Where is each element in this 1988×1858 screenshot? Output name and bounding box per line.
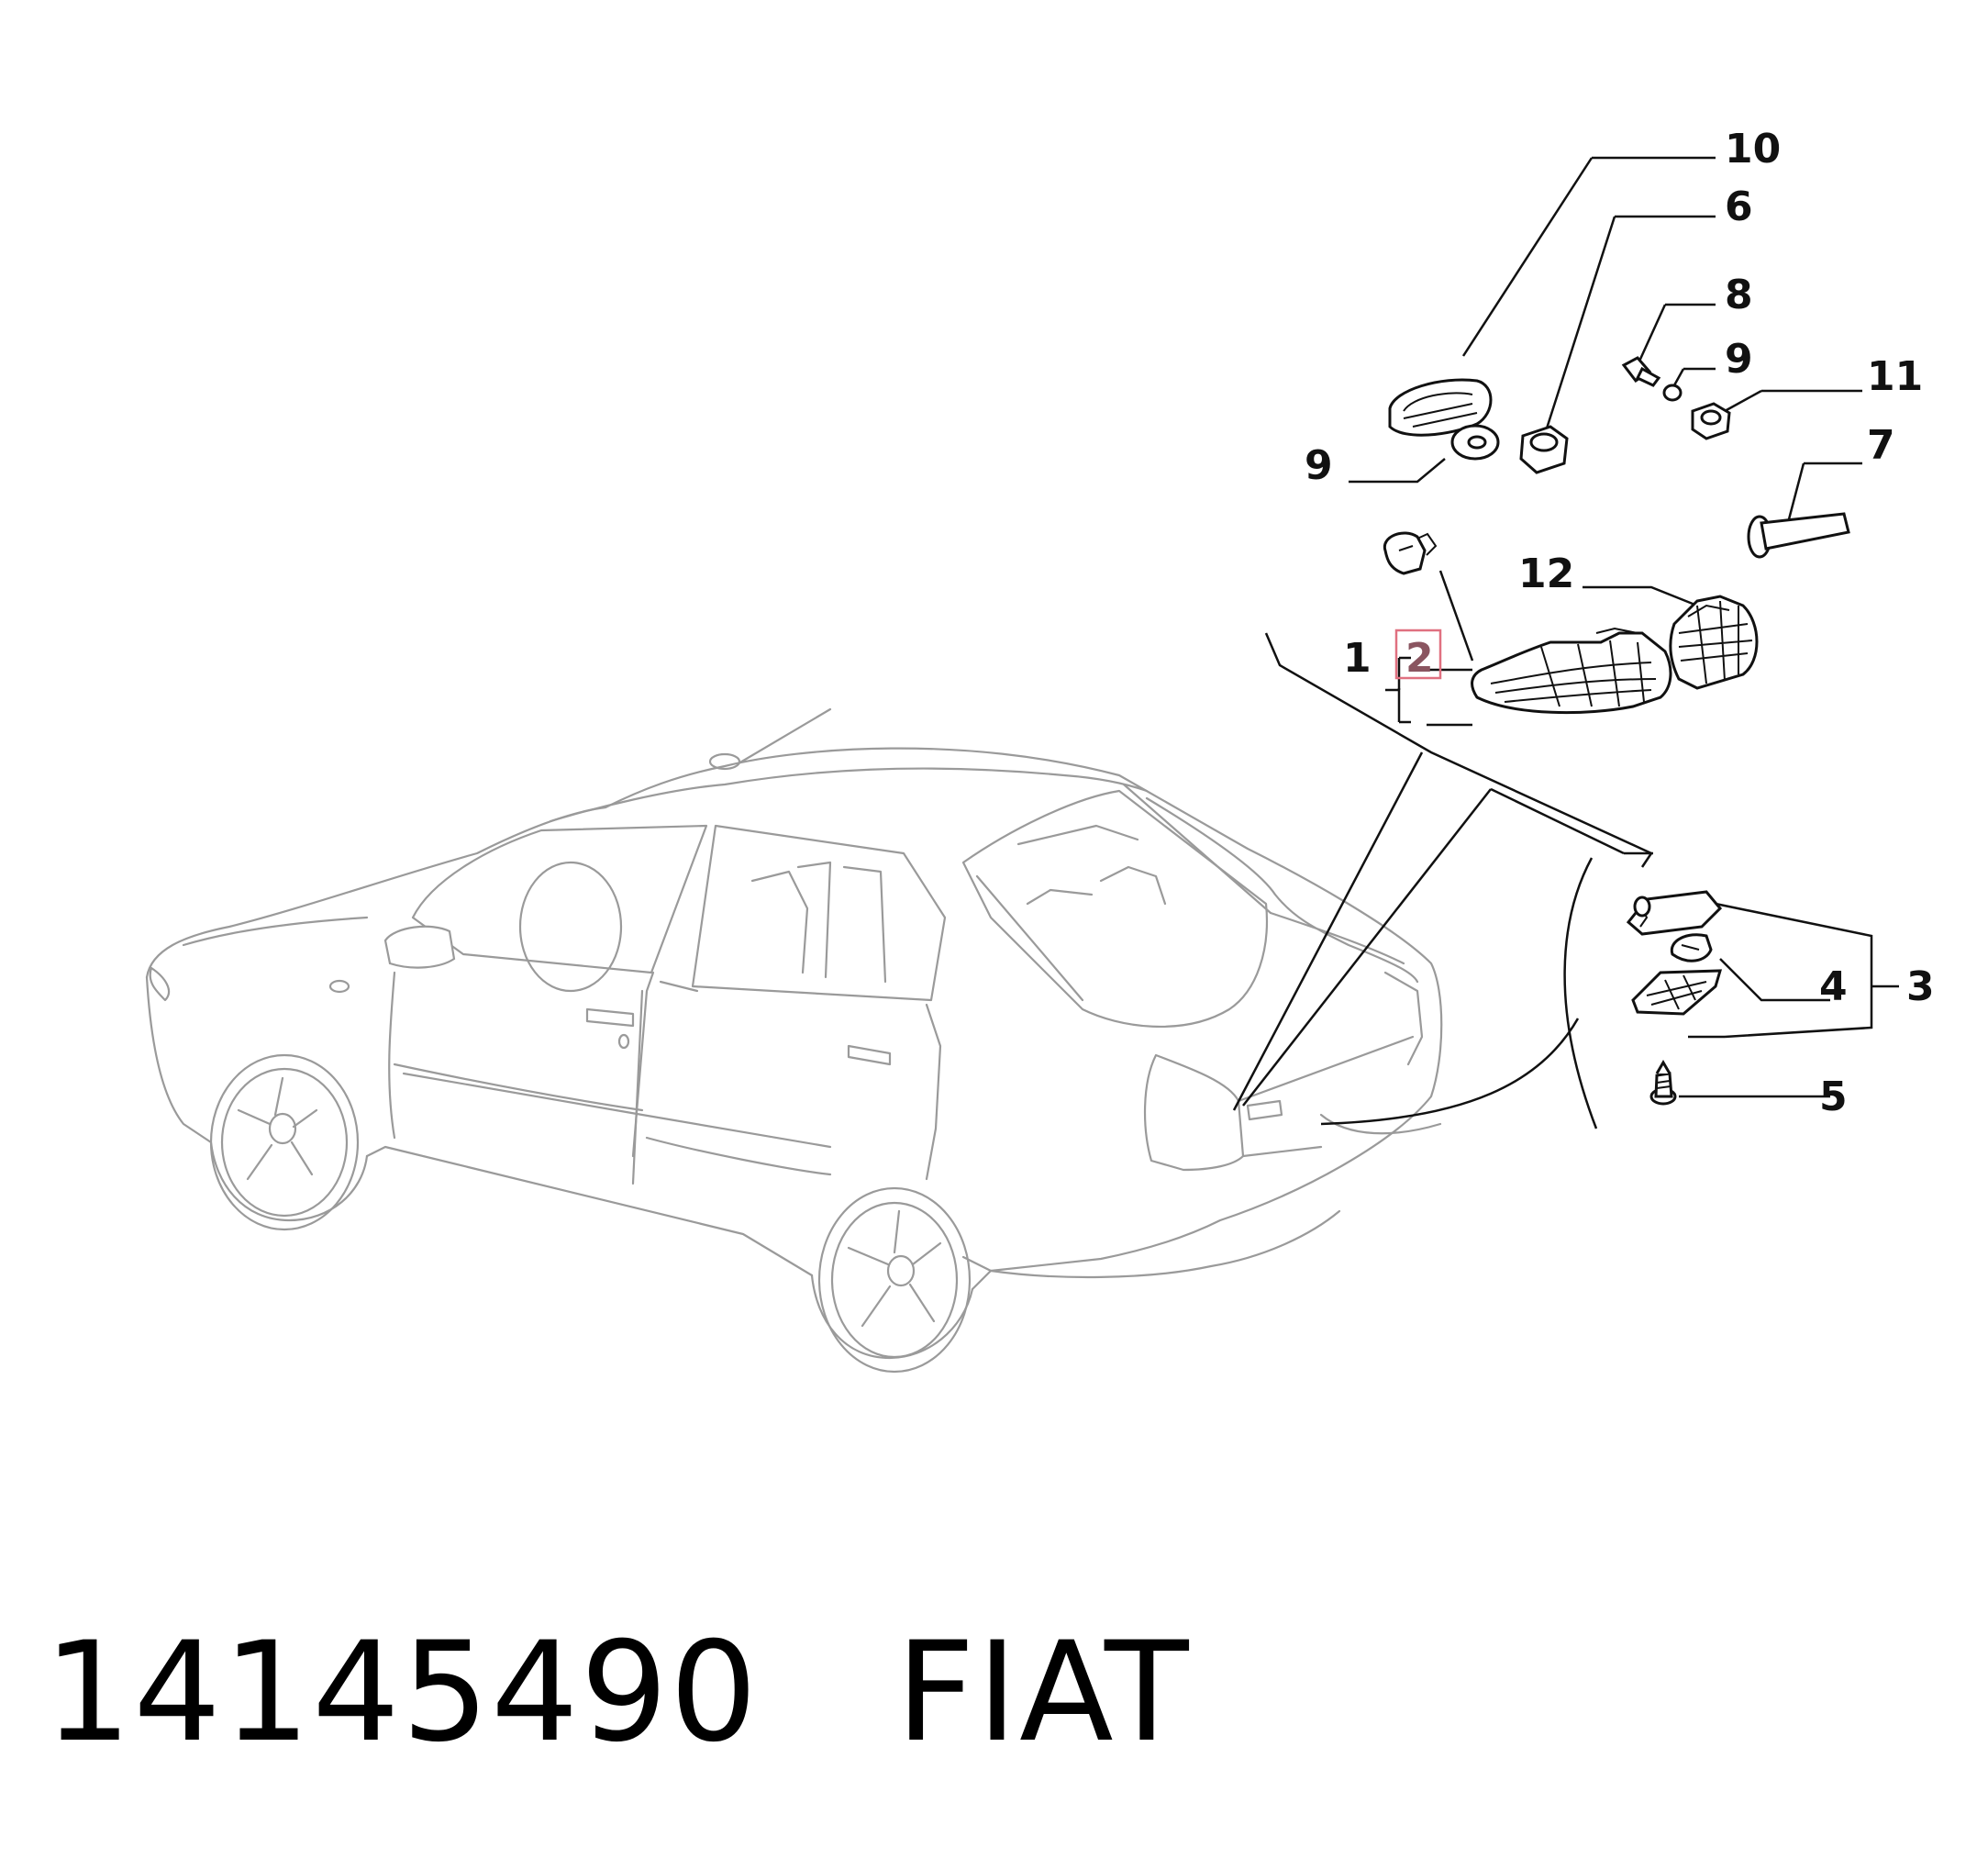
bulb-part (1383, 531, 1438, 575)
callout-numbers: 10 6 8 9 11 9 7 12 1 2 4 3 5 (1305, 126, 1935, 1120)
license-lamp-part-3 (1626, 890, 1723, 936)
callout-10: 10 (1725, 126, 1781, 172)
callout-8: 8 (1725, 272, 1753, 318)
callout-7: 7 (1867, 422, 1895, 469)
callout-9-left: 9 (1305, 442, 1333, 489)
callout-4: 4 (1819, 963, 1848, 1010)
brand-name: FIAT (895, 1613, 1191, 1773)
callout-1: 1 (1343, 635, 1372, 682)
pin-part-7 (1747, 512, 1850, 559)
nut-part-6 (1519, 425, 1569, 474)
parts (1383, 356, 1850, 1106)
car-illustration (145, 707, 1443, 1374)
callout-9-top: 9 (1725, 336, 1753, 383)
washer-part-9-left (1450, 424, 1500, 461)
callout-3: 3 (1906, 963, 1935, 1010)
callout-2: 2 (1405, 635, 1434, 682)
callout-5: 5 (1819, 1074, 1848, 1120)
grommet-part-10 (1388, 378, 1493, 437)
bolt-part-8 (1621, 356, 1661, 387)
leader-lines (1232, 156, 1899, 1129)
part-number: 14145490 (44, 1613, 760, 1773)
caption: 14145490 FIAT (44, 1624, 1191, 1762)
callout-6: 6 (1725, 184, 1753, 230)
nut-part-11 (1691, 402, 1731, 440)
tail-lamp-part-12 (1669, 595, 1759, 690)
highlight-box (1394, 629, 1442, 680)
callout-12: 12 (1518, 551, 1574, 597)
screw-part-5 (1649, 1060, 1677, 1106)
washer-part-9-right (1662, 384, 1683, 402)
callout-11: 11 (1867, 353, 1923, 400)
lens-part-4 (1670, 933, 1713, 962)
lamp-base-part (1631, 969, 1723, 1016)
tail-lamp-part-1-2 (1471, 627, 1672, 715)
